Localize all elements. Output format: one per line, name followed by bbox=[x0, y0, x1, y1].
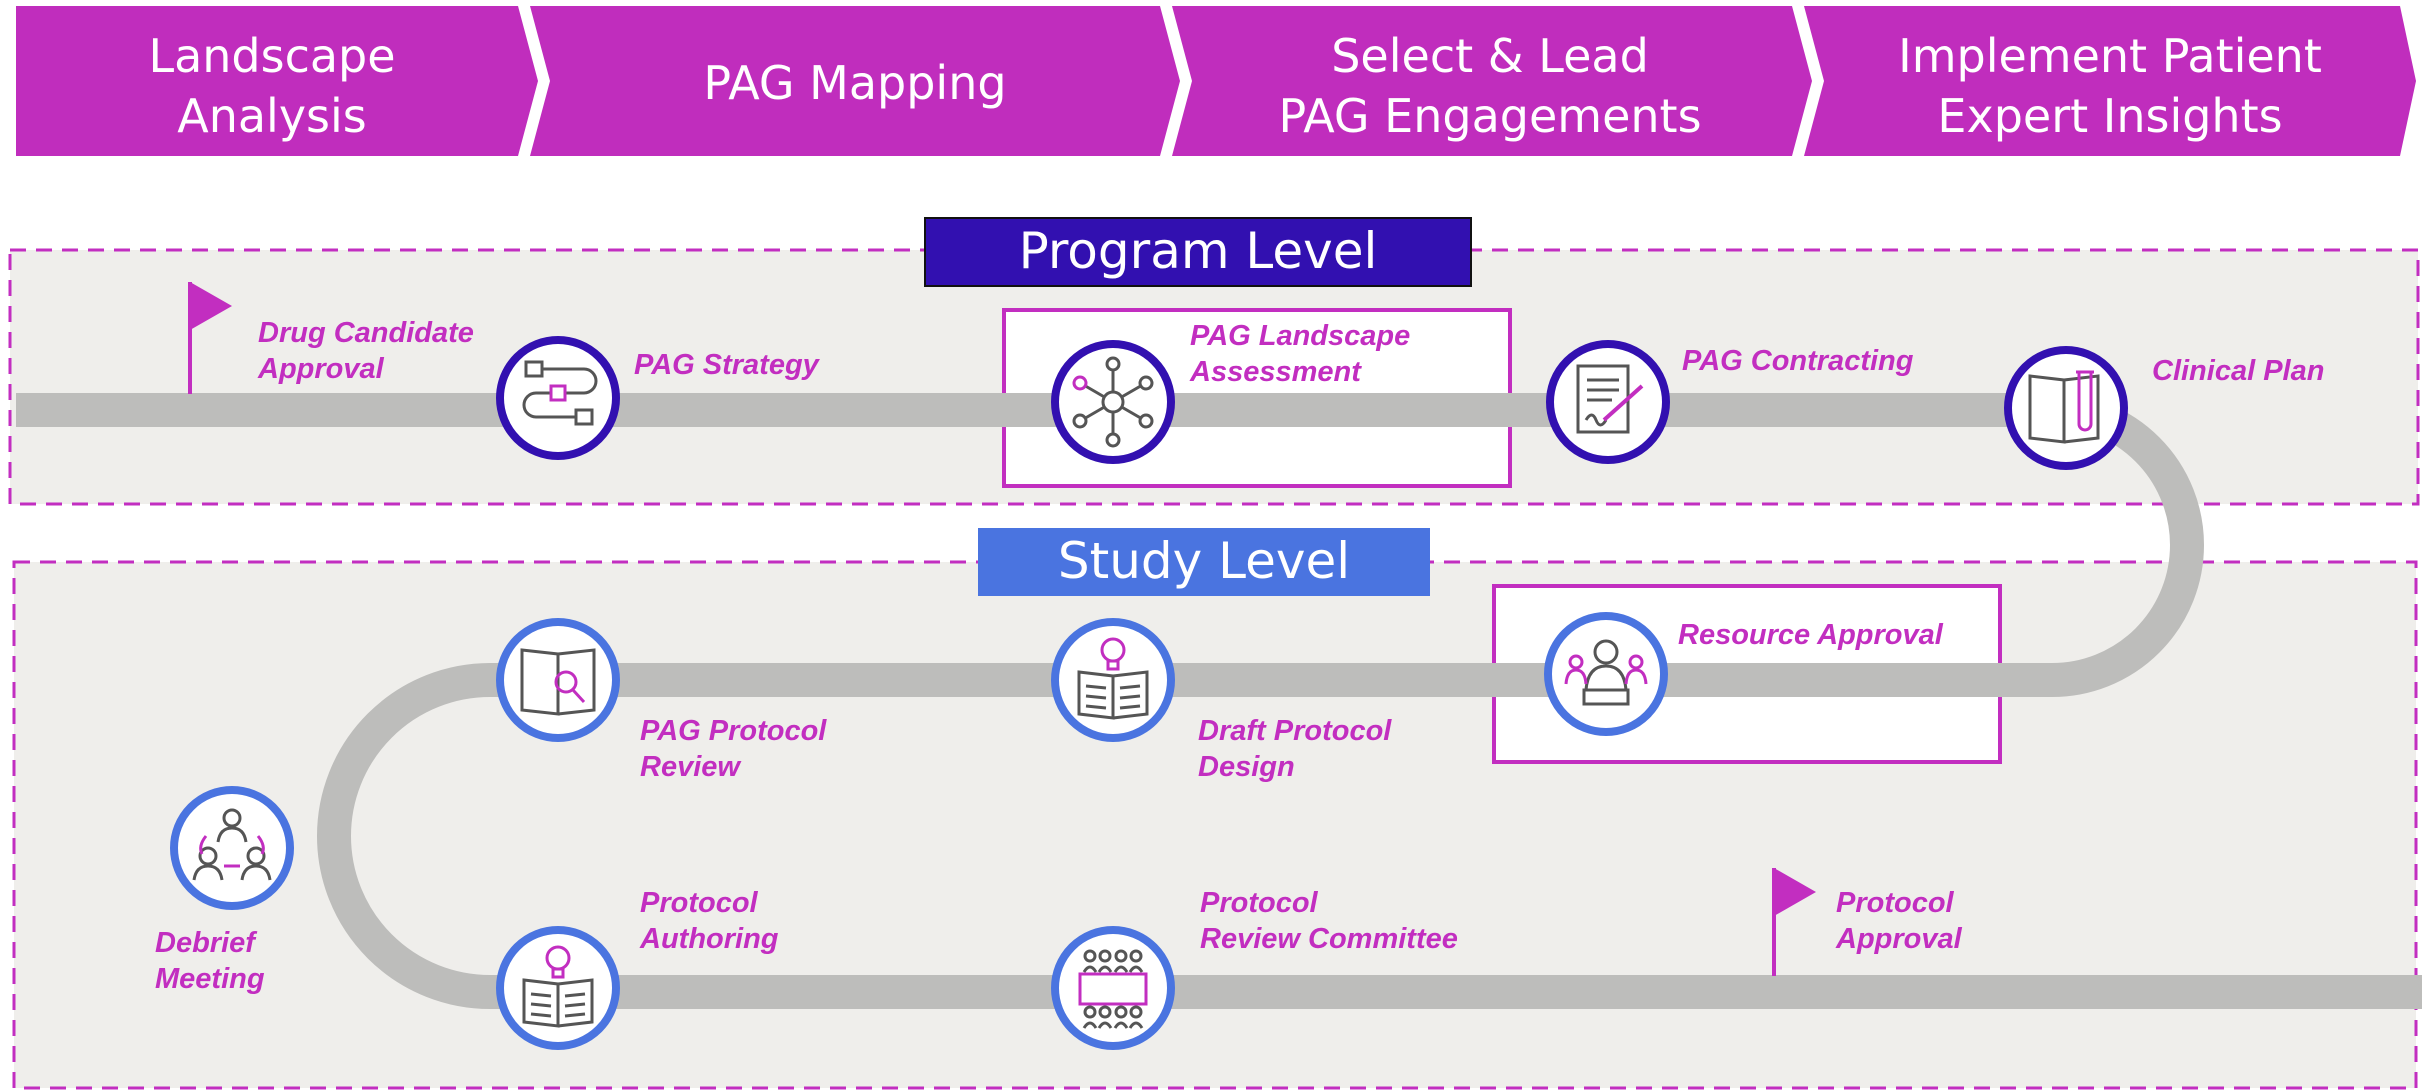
people-presenter-icon bbox=[1564, 639, 1648, 706]
flag-protocol-approval: Protocol Approval bbox=[1772, 868, 1963, 976]
phase-label-line1: PAG Mapping bbox=[703, 56, 1006, 110]
step-label-line1: Clinical Plan bbox=[2152, 355, 2324, 387]
step-pag-protocol-review: PAG Protocol Review bbox=[496, 618, 827, 783]
step-label-line1: Resource Approval bbox=[1678, 619, 1944, 651]
study-level-title: Study Level bbox=[978, 528, 1430, 596]
milestone-label-line1: Drug Candidate bbox=[258, 317, 474, 349]
milestone-label-line1: Protocol bbox=[1836, 887, 1955, 919]
phase-label-line1: Select & Lead bbox=[1331, 29, 1649, 83]
step-debrief-meeting: Debrief Meeting bbox=[155, 786, 294, 995]
step-label-line2: Review Committee bbox=[1200, 923, 1458, 955]
phase-label-line2: Analysis bbox=[177, 89, 367, 143]
step-protocol-authoring: Protocol Authoring bbox=[496, 887, 779, 1050]
step-protocol-review-committee: Protocol Review Committee bbox=[1051, 887, 1458, 1050]
book-test-tube-icon bbox=[2028, 370, 2100, 444]
step-label-line1: Protocol bbox=[640, 887, 759, 919]
step-label-line1: Protocol bbox=[1200, 887, 1319, 919]
phase-label-line1: Landscape bbox=[148, 29, 395, 83]
step-pag-strategy: PAG Strategy bbox=[496, 336, 821, 460]
step-label-line1: PAG Strategy bbox=[634, 349, 821, 381]
phase-chevron-landscape-analysis: Landscape Analysis bbox=[16, 6, 538, 156]
step-draft-protocol-design: Draft Protocol Design bbox=[1051, 618, 1392, 783]
group-discussion-icon bbox=[192, 808, 272, 881]
contract-signature-icon bbox=[1576, 364, 1644, 434]
milestone-label-line2: Approval bbox=[257, 353, 385, 385]
phase-label-line2: PAG Engagements bbox=[1278, 89, 1701, 143]
phase-chevron-implement-insights: Implement Patient Expert Insights bbox=[1804, 6, 2416, 156]
book-idea-icon bbox=[522, 945, 594, 1028]
step-label-line1: Debrief bbox=[155, 927, 258, 959]
step-pag-landscape-assessment: PAG Landscape Assessment bbox=[1051, 320, 1410, 464]
step-label-line2: Meeting bbox=[155, 963, 265, 995]
step-label-line1: PAG Protocol bbox=[640, 715, 827, 747]
step-label-line1: Draft Protocol bbox=[1198, 715, 1392, 747]
step-label-line2: Review bbox=[640, 751, 742, 783]
study-level-label: Study Level bbox=[1058, 532, 1350, 590]
milestone-label-line2: Approval bbox=[1835, 923, 1963, 955]
step-label-line2: Design bbox=[1198, 751, 1295, 783]
book-idea-icon bbox=[1077, 637, 1149, 720]
phase-chevron-select-lead: Select & Lead PAG Engagements bbox=[1172, 6, 1812, 156]
phase-chevron-pag-mapping: PAG Mapping bbox=[530, 6, 1180, 156]
process-track bbox=[16, 393, 2422, 1009]
flag-icon bbox=[1774, 868, 1816, 916]
flowchart-icon bbox=[522, 360, 598, 426]
step-label-line2: Authoring bbox=[639, 923, 779, 955]
step-label-line1: PAG Contracting bbox=[1682, 345, 1914, 377]
network-hub-icon bbox=[1072, 356, 1154, 448]
phase-label-line2: Expert Insights bbox=[1937, 89, 2282, 143]
study-level-panel bbox=[12, 560, 2418, 1090]
book-magnifier-icon bbox=[520, 648, 596, 716]
step-label-line2: Assessment bbox=[1189, 356, 1362, 388]
step-resource-approval: Resource Approval bbox=[1544, 612, 1944, 736]
flag-drug-candidate-approval: Drug Candidate Approval bbox=[188, 282, 474, 394]
flag-icon bbox=[190, 282, 232, 330]
step-clinical-plan: Clinical Plan bbox=[2004, 346, 2324, 470]
step-label-line1: PAG Landscape bbox=[1190, 320, 1410, 352]
step-pag-contracting: PAG Contracting bbox=[1546, 340, 1914, 464]
committee-table-icon bbox=[1078, 949, 1148, 1029]
phase-banner: Landscape Analysis PAG Mapping Select & … bbox=[16, 6, 2416, 156]
program-level-label: Program Level bbox=[1019, 222, 1378, 280]
program-level-title: Program Level bbox=[924, 217, 1472, 287]
phase-label-line1: Implement Patient bbox=[1898, 29, 2322, 83]
